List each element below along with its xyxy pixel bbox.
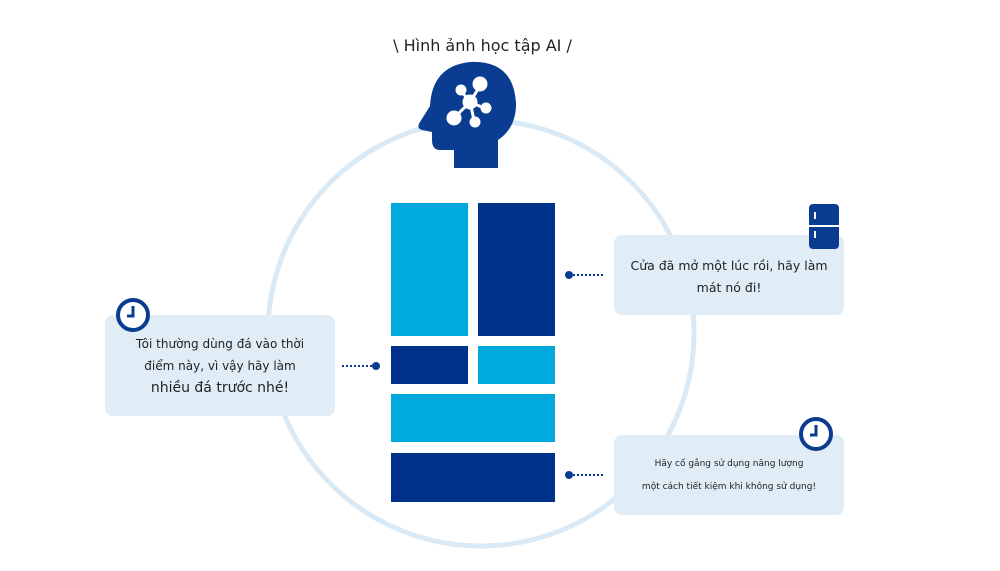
callout-text: Hãy cố gắng sử dụng năng lượng [654,459,804,469]
connector-bottom-right [573,474,603,476]
connector-top-right [573,274,603,276]
switch-compartment[interactable] [478,346,555,384]
connector-dot [565,471,573,479]
ice-compartment[interactable] [391,346,468,384]
callout-text: mát nó đi! [696,280,762,295]
callout-text: nhiều đá trước nhé! [150,380,290,396]
callout-text: một cách tiết kiệm khi không sử dụng! [641,482,817,492]
freezer-left-compartment[interactable] [391,203,468,336]
callout-text: Tôi thường dùng đá vào thời [135,337,305,351]
connector-left [342,365,372,367]
callout-energy: Hãy cố gắng sử dụng năng lượng một cách … [614,435,844,515]
freezer-right-compartment[interactable] [478,203,555,336]
connector-dot [565,271,573,279]
fridge-icon [809,204,839,249]
fridge-compartment[interactable] [391,394,555,442]
clock-icon [799,417,833,451]
callout-text: điểm này, vì vậy hãy làm [144,359,296,373]
vegetable-compartment[interactable] [391,453,555,502]
callout-ice: Tôi thường dùng đá vào thời điểm này, vì… [105,315,335,416]
clock-icon [116,298,150,332]
callout-door: Cửa đã mở một lúc rồi, hãy làm mát nó đi… [614,235,844,315]
ai-head-icon [418,61,516,169]
connector-dot [372,362,380,370]
diagram-title: \ Hình ảnh học tập AI / [393,36,572,55]
callout-text: Cửa đã mở một lúc rồi, hãy làm [630,258,828,273]
